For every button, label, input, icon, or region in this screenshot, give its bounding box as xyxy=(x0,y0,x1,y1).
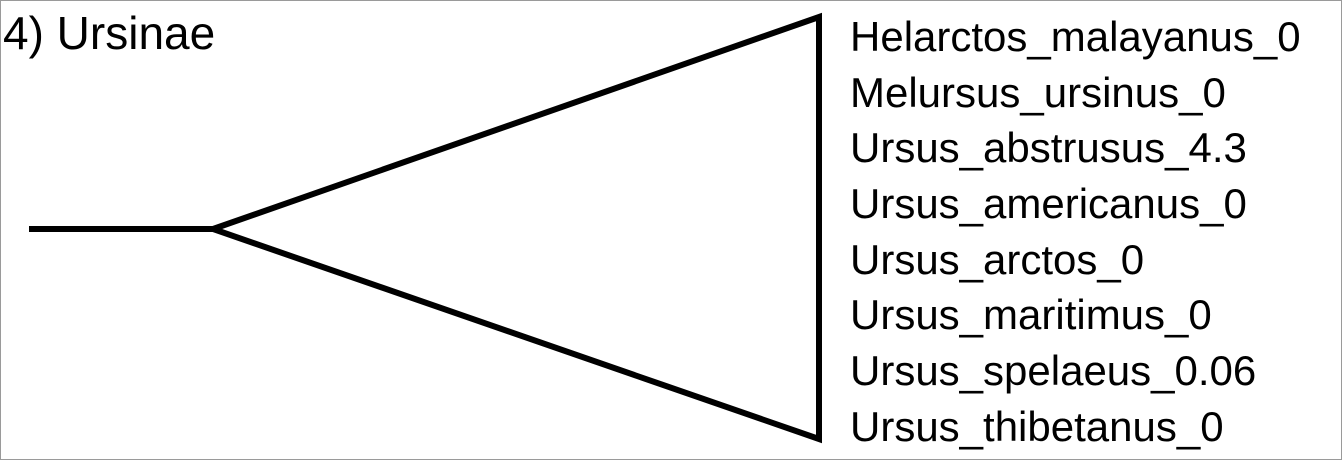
taxon-label: Melursus_ursinus_0 xyxy=(850,68,1226,116)
taxon-label: Ursus_americanus_0 xyxy=(850,180,1247,228)
taxon-label: Ursus_spelaeus_0.06 xyxy=(850,347,1257,395)
taxa-list: Helarctos_malayanus_0 Melursus_ursinus_0… xyxy=(850,9,1301,455)
taxon-label: Ursus_abstrusus_4.3 xyxy=(850,124,1247,172)
taxon-label: Ursus_arctos_0 xyxy=(850,235,1145,283)
collapsed-clade-triangle xyxy=(203,12,822,444)
clade-title: 4) Ursinae xyxy=(3,7,216,59)
taxon-label: Helarctos_malayanus_0 xyxy=(850,13,1301,60)
taxon-label: Ursus_thibetanus_0 xyxy=(850,402,1224,450)
taxon-label: Ursus_maritimus_0 xyxy=(850,291,1212,339)
